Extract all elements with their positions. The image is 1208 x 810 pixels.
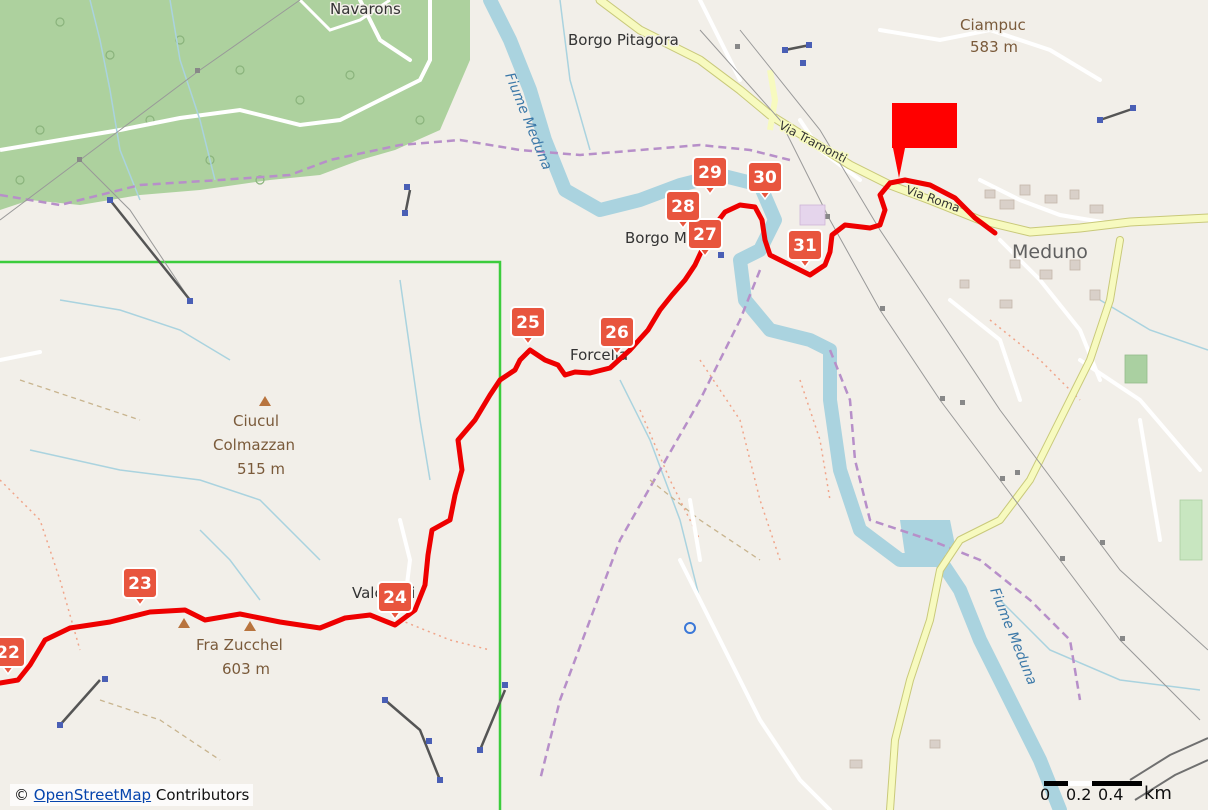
river-fiume-meduna (483, 0, 1067, 810)
town-buildings (799, 184, 1203, 769)
attribution-copyright: © (14, 786, 29, 804)
aerialway-lines (59, 43, 1136, 781)
scale-tick-0: 0 (1040, 785, 1051, 804)
km-marker-label: 26 (605, 323, 629, 343)
admin-boundary-dashed-2 (538, 269, 762, 781)
scale-tick-1: 0.2 (1066, 785, 1092, 804)
region-boundary-green (0, 260, 502, 810)
km-marker-label: 23 (128, 574, 152, 594)
km-marker-label: 27 (693, 225, 717, 245)
label-meduno: Meduno (1012, 241, 1088, 263)
km-marker-28[interactable]: 28 (665, 190, 701, 230)
label-fra-zucchel-name: Fra Zucchel (196, 636, 283, 654)
peak-icons (178, 396, 271, 631)
km-marker-label: 25 (516, 313, 540, 333)
main-road-south (887, 237, 1123, 810)
km-marker-label: 29 (698, 163, 722, 183)
streams (29, 0, 1208, 691)
footpaths (0, 319, 1081, 651)
scale-tick-2: 0.4 (1098, 785, 1124, 804)
label-borgo-pitagora: Borgo Pitagora (568, 31, 679, 49)
km-marker-label: 22 (0, 643, 20, 663)
label-fra-zucchel-elevation: 603 m (222, 660, 270, 678)
km-marker-24[interactable]: 24 (377, 581, 413, 621)
peak-icon-ciucul (259, 396, 271, 406)
km-marker-label: 24 (383, 588, 407, 608)
openstreetmap-link[interactable]: OpenStreetMap (33, 786, 152, 804)
spring-icon (684, 622, 696, 634)
peak-icon-fra-zucchel (244, 621, 256, 631)
label-ciucul-2: Colmazzan (213, 436, 295, 454)
km-marker-30[interactable]: 30 (747, 161, 783, 201)
attribution-suffix: Contributors (155, 786, 250, 804)
admin-boundary-dashed (0, 138, 791, 207)
railway (1129, 737, 1208, 801)
km-marker-label: 31 (793, 236, 817, 256)
km-marker-23[interactable]: 23 (122, 567, 158, 607)
label-ciucul-elevation: 515 m (237, 460, 285, 478)
aerialway-stations (57, 42, 1136, 783)
admin-boundary-dashed-3 (828, 349, 1082, 701)
forest-area (0, 0, 470, 210)
km-marker-22[interactable]: 22 (0, 636, 26, 676)
km-marker-26[interactable]: 26 (599, 316, 635, 356)
red-flag-icon[interactable] (892, 103, 957, 178)
route-track[interactable] (0, 177, 998, 686)
label-ciucul-1: Ciucul (233, 412, 279, 430)
forest-trail (0, 0, 432, 152)
scale-unit: km (1144, 783, 1172, 804)
main-road-branch (767, 69, 779, 131)
km-marker-label: 28 (671, 197, 695, 217)
map-attribution: © OpenStreetMap Contributors (10, 784, 254, 806)
label-navarons: Navarons (330, 0, 401, 18)
label-ciampuc-elevation: 583 m (970, 38, 1018, 56)
km-marker-31[interactable]: 31 (787, 229, 823, 269)
peak-icon-secondary (178, 618, 190, 628)
power-poles (77, 44, 1125, 641)
km-marker-29[interactable]: 29 (692, 156, 728, 196)
forest-trail-2 (298, 0, 391, 32)
map-scale-bar: 0 0.2 0.4 km (1036, 779, 1186, 807)
km-marker-label: 30 (753, 168, 777, 188)
km-marker-25[interactable]: 25 (510, 306, 546, 346)
label-ciampuc-name: Ciampuc (960, 16, 1026, 34)
tracks (19, 379, 761, 761)
scale-bar-graphic (1044, 781, 1142, 786)
main-road (596, 0, 1208, 236)
km-marker-27[interactable]: 27 (687, 218, 723, 258)
